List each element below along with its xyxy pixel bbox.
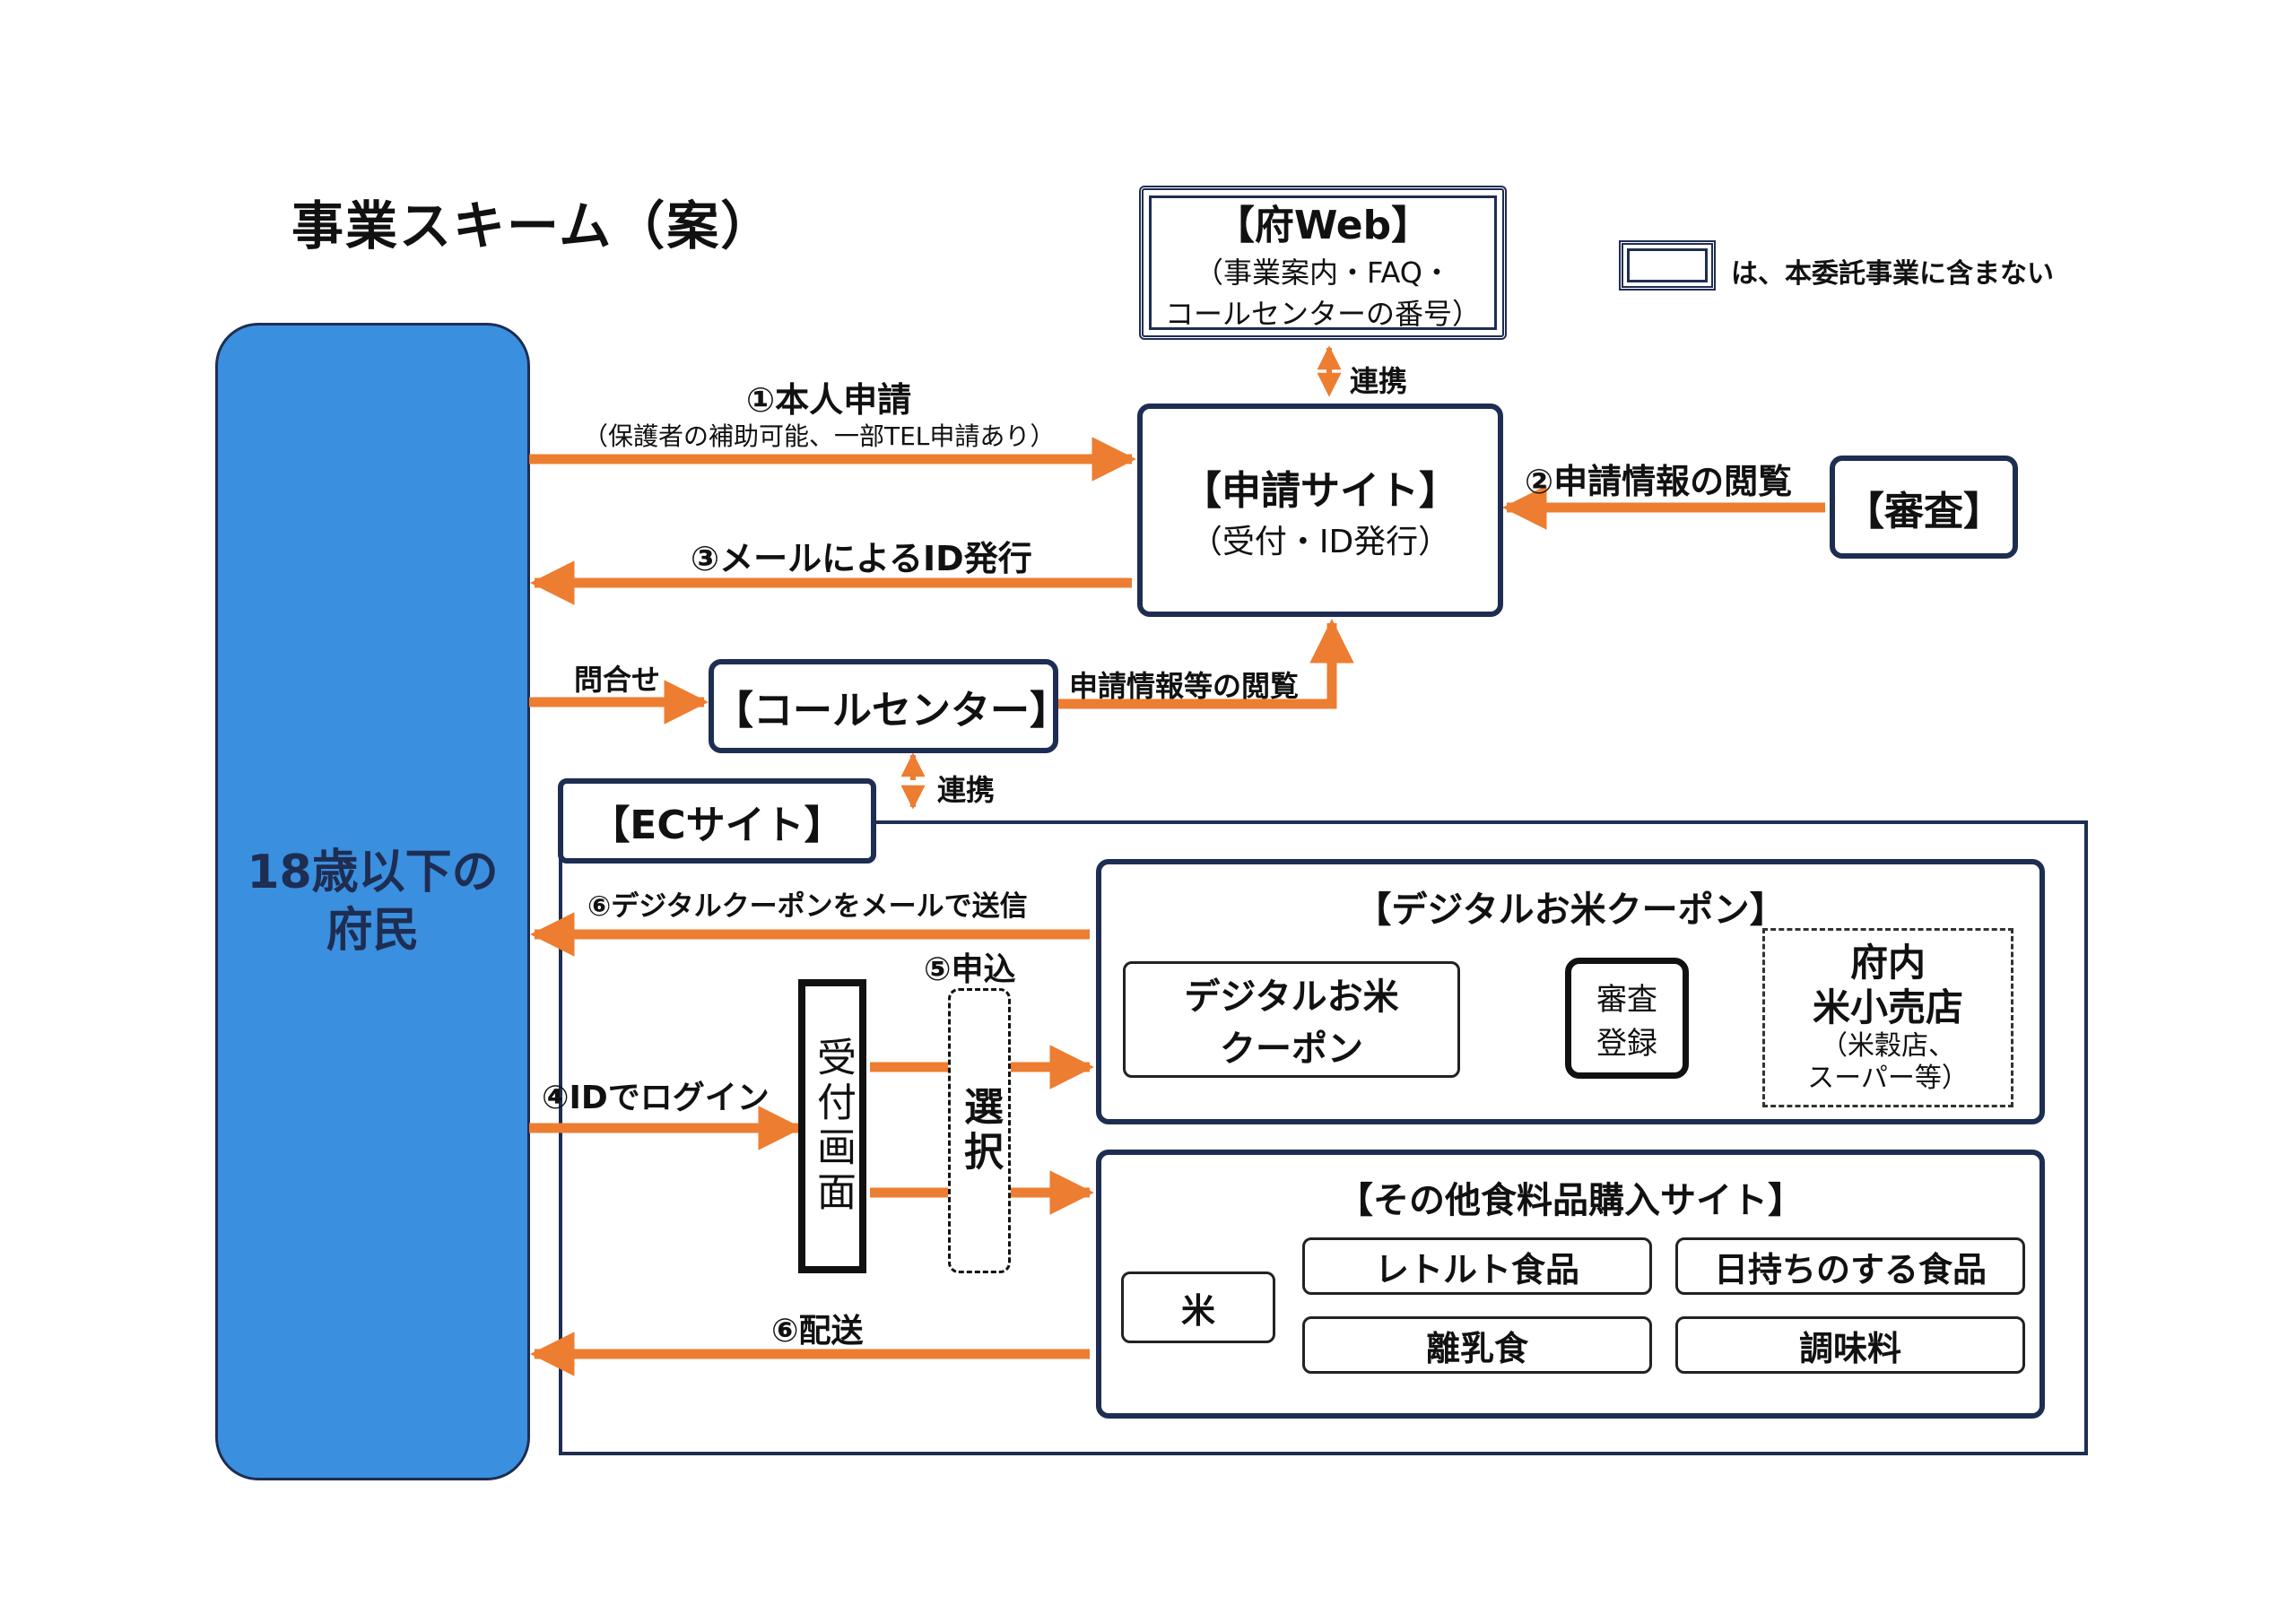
apply-site-node: 【申請サイト】 （受付・ID発行）: [1137, 404, 1503, 617]
reception-screen-node: 受付画面: [798, 979, 866, 1273]
digital-coupon-section-title: 【デジタルお米クーポン】: [1355, 890, 1786, 931]
call-center-label: 【コールセンター】: [714, 687, 1069, 733]
digital-coupon-item-line1: デジタルお米: [1184, 976, 1399, 1018]
edge-e6-ship-label: ⑥配送: [771, 1313, 864, 1350]
edge-cc-view-label: 申請情報等の閲覧: [1069, 669, 1300, 703]
review-label: 【審査】: [1845, 488, 2003, 534]
review-node: 【審査】: [1830, 456, 2018, 559]
arrow-cc-view: [1058, 619, 1354, 709]
legend-text: は、本委託事業に含まない: [1731, 258, 2054, 290]
select-label: 選択: [957, 1086, 1003, 1176]
edge-e3-label: ③メールによるID発行: [691, 539, 1032, 578]
edge-e1-label: ①本人申請: [746, 380, 912, 420]
stores-line2: 米小売店: [1812, 985, 1963, 1029]
register-node: 審査 登録: [1565, 958, 1689, 1079]
apply-site-sub: （受付・ID発行）: [1189, 524, 1451, 560]
fu-web-node: 【府Web】 （事業案内・FAQ・ コールセンターの番号）: [1139, 186, 1507, 340]
edge-e1-sub: （保護者の補助可能、一部TEL申請あり）: [583, 421, 1056, 451]
other-food-section-title: 【その他食料品購入サイト】: [1337, 1180, 1804, 1221]
stores-line3: （米穀店、: [1821, 1030, 1955, 1063]
stores-line4: スーパー等）: [1807, 1063, 1969, 1095]
residents-node: 18歳以下の 府民: [215, 323, 530, 1480]
edge-e4-label: ④IDでログイン: [542, 1080, 770, 1116]
ec-site-label: 【ECサイト】: [590, 802, 844, 848]
stores-line1: 府内: [1849, 940, 1926, 985]
edge-link-cc-label: 連携: [937, 773, 996, 807]
food-item-rice: 米: [1121, 1271, 1275, 1343]
fu-web-line2: コールセンターの番号）: [1164, 297, 1481, 331]
food-item-retort: レトルト食品: [1302, 1237, 1652, 1295]
edge-inquiry-label: 問合せ: [574, 663, 661, 697]
edge-e2-label: ②申請情報の閲覧: [1525, 462, 1793, 501]
residents-line2: 府民: [326, 903, 420, 958]
page-title: 事業スキーム（案）: [291, 195, 775, 256]
stores-node: 府内 米小売店 （米穀店、 スーパー等）: [1762, 928, 2013, 1107]
fu-web-line1: （事業案内・FAQ・: [1195, 256, 1451, 290]
food-item-long-life: 日持ちのする食品: [1675, 1237, 2025, 1295]
digital-coupon-item-line2: クーポン: [1220, 1028, 1363, 1070]
legend-swatch: [1619, 240, 1716, 291]
apply-site-title: 【申請サイト】: [1182, 468, 1458, 514]
ec-site-container: [559, 820, 2088, 1455]
edge-e5-label: ⑤申込: [924, 951, 1016, 988]
food-item-seasoning: 調味料: [1675, 1316, 2025, 1374]
register-line2: 登録: [1596, 1025, 1657, 1062]
food-item-baby-food: 離乳食: [1302, 1316, 1652, 1374]
edge-e6-mail-label: ⑥デジタルクーポンをメールで送信: [587, 890, 1028, 923]
ec-site-tab: 【ECサイト】: [558, 778, 876, 864]
register-line1: 審査: [1596, 981, 1657, 1018]
residents-line1: 18歳以下の: [247, 845, 499, 899]
call-center-node: 【コールセンター】: [709, 659, 1069, 753]
edge-link-web-label: 連携: [1350, 364, 1408, 398]
digital-coupon-item: デジタルお米 クーポン: [1123, 961, 1460, 1078]
fu-web-title: 【府Web】: [1214, 203, 1431, 248]
select-node: 選択: [948, 988, 1011, 1273]
reception-screen-label: 受付画面: [810, 1037, 856, 1216]
